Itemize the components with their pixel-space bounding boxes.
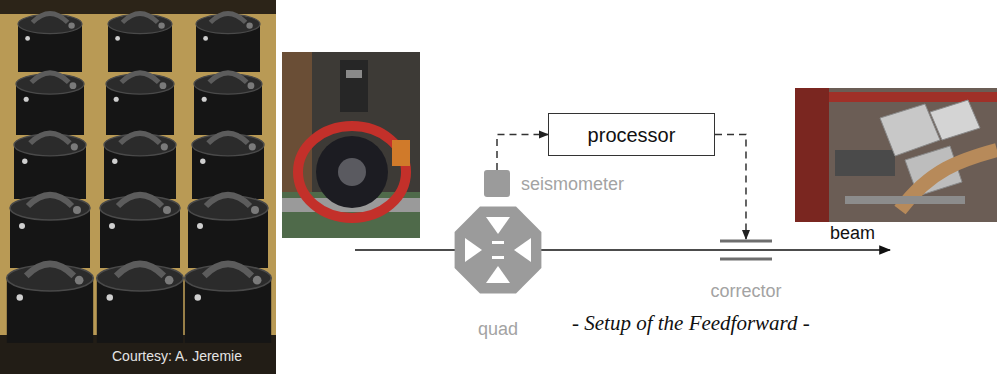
quadrupole-symbol (451, 203, 545, 297)
seismometer-unit (18, 14, 82, 72)
quadrupole-octagon (455, 207, 542, 294)
photo-wall (795, 88, 829, 222)
process-box: processor (548, 113, 715, 156)
beam-line (355, 249, 890, 251)
node-label: processor (588, 124, 676, 146)
figure-caption: - Setup of the Feedforward - (572, 311, 810, 336)
seismometer-unit (97, 264, 183, 343)
seismometer-unit (185, 264, 271, 343)
corrector-node: corrector (710, 239, 781, 301)
seismometer-unit (10, 195, 90, 268)
seismometer-unit (196, 14, 260, 72)
photo-ground (282, 52, 420, 238)
seismometer-unit (194, 73, 262, 135)
seismometer-unit (14, 133, 86, 199)
seismometer-unit (188, 195, 268, 268)
seismometers-photo (0, 0, 276, 374)
watermark: Courtesy: A. Jeremie (112, 349, 242, 364)
seismometer-unit (100, 195, 180, 268)
seismometer-unit (7, 264, 93, 343)
photo-box (930, 100, 980, 140)
seismometer-unit (192, 133, 264, 199)
corrector-symbol (720, 239, 772, 261)
photo-coil (298, 126, 406, 218)
pole-arrow (492, 241, 504, 244)
corrector-plate (720, 240, 772, 243)
beam-label: beam (830, 224, 875, 244)
photo-rail (845, 196, 965, 204)
photo-ground (795, 88, 997, 222)
photo-magnet (338, 158, 366, 186)
corrector-plate (720, 258, 772, 261)
corrector-photo (795, 88, 997, 222)
photo-instrument (340, 60, 368, 112)
signal-connector (497, 135, 548, 171)
signal-connector (715, 135, 746, 240)
pole-arrow (486, 217, 510, 234)
pole-arrow (514, 238, 531, 262)
quad-photo (282, 52, 420, 238)
photo-instrument (346, 70, 362, 78)
photo-ground (0, 0, 276, 374)
quad-node: quad (451, 203, 545, 339)
seismometer-unit (104, 133, 176, 199)
photo-flange (835, 150, 895, 176)
seismometer-icon (484, 170, 510, 197)
node-label: corrector (710, 281, 781, 301)
photo-pipe (829, 92, 997, 102)
photo-magnet (316, 136, 388, 208)
node-label: seismometer (521, 174, 624, 194)
pole-arrow (492, 256, 504, 259)
seismometer-unit (108, 14, 172, 72)
photo-detail (392, 140, 410, 166)
pole-arrow (486, 266, 510, 283)
seismometer-node: seismometer (484, 170, 624, 197)
seismometer-unit (16, 73, 84, 135)
seismometer-unit (106, 73, 174, 135)
pole-arrow (465, 238, 482, 262)
node-label: quad (478, 319, 518, 339)
